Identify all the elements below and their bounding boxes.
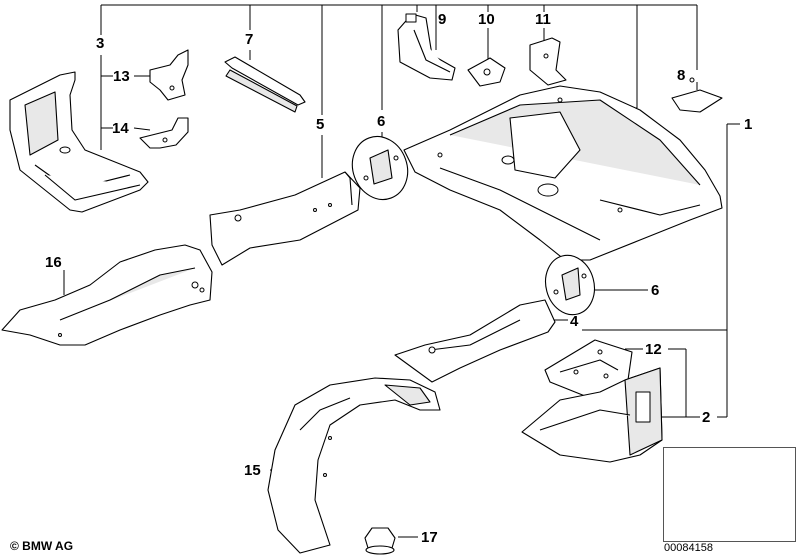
part-9-bracket (397, 13, 456, 81)
part-2-panel (521, 367, 663, 463)
part-8-clip (671, 77, 723, 113)
part-11-bracket (529, 37, 567, 86)
callout-8: 8 (677, 67, 686, 84)
part-15-arch-liner (267, 377, 441, 554)
part-14-bracket (139, 117, 189, 149)
callout-12: 12 (645, 341, 662, 358)
callout-14: 14 (112, 120, 129, 137)
part-17-plug (364, 527, 396, 555)
image-number: 00084158 (664, 542, 713, 554)
callout-2: 2 (702, 409, 711, 426)
part-7-strap (224, 56, 306, 113)
part-3-side-panel (9, 71, 149, 213)
vehicle-thumbnail (663, 447, 796, 542)
callout-13: 13 (113, 68, 130, 85)
callout-6-lower: 6 (651, 282, 660, 299)
callout-15: 15 (244, 462, 261, 479)
callout-5: 5 (316, 116, 325, 133)
callout-9: 9 (438, 11, 447, 28)
part-1-trunk-floor (403, 85, 723, 261)
callout-6-upper: 6 (377, 113, 386, 130)
callout-3: 3 (96, 35, 105, 52)
part-6-disc-upper (351, 135, 409, 201)
callout-10: 10 (478, 11, 495, 28)
part-13-bracket (149, 49, 189, 101)
callout-7: 7 (245, 31, 254, 48)
callout-1: 1 (744, 116, 753, 133)
callout-11: 11 (535, 11, 551, 28)
part-4-member (394, 299, 556, 383)
callout-16: 16 (45, 254, 62, 271)
callout-4: 4 (570, 313, 579, 330)
part-12-carrier (544, 339, 633, 399)
part-16-wheel-housing (1, 244, 213, 346)
part-6-disc-lower (545, 254, 595, 316)
part-5-member (209, 171, 361, 266)
callout-17: 17 (421, 529, 438, 546)
part-10-plate (467, 57, 506, 87)
copyright-text: © BMW AG (10, 539, 74, 553)
